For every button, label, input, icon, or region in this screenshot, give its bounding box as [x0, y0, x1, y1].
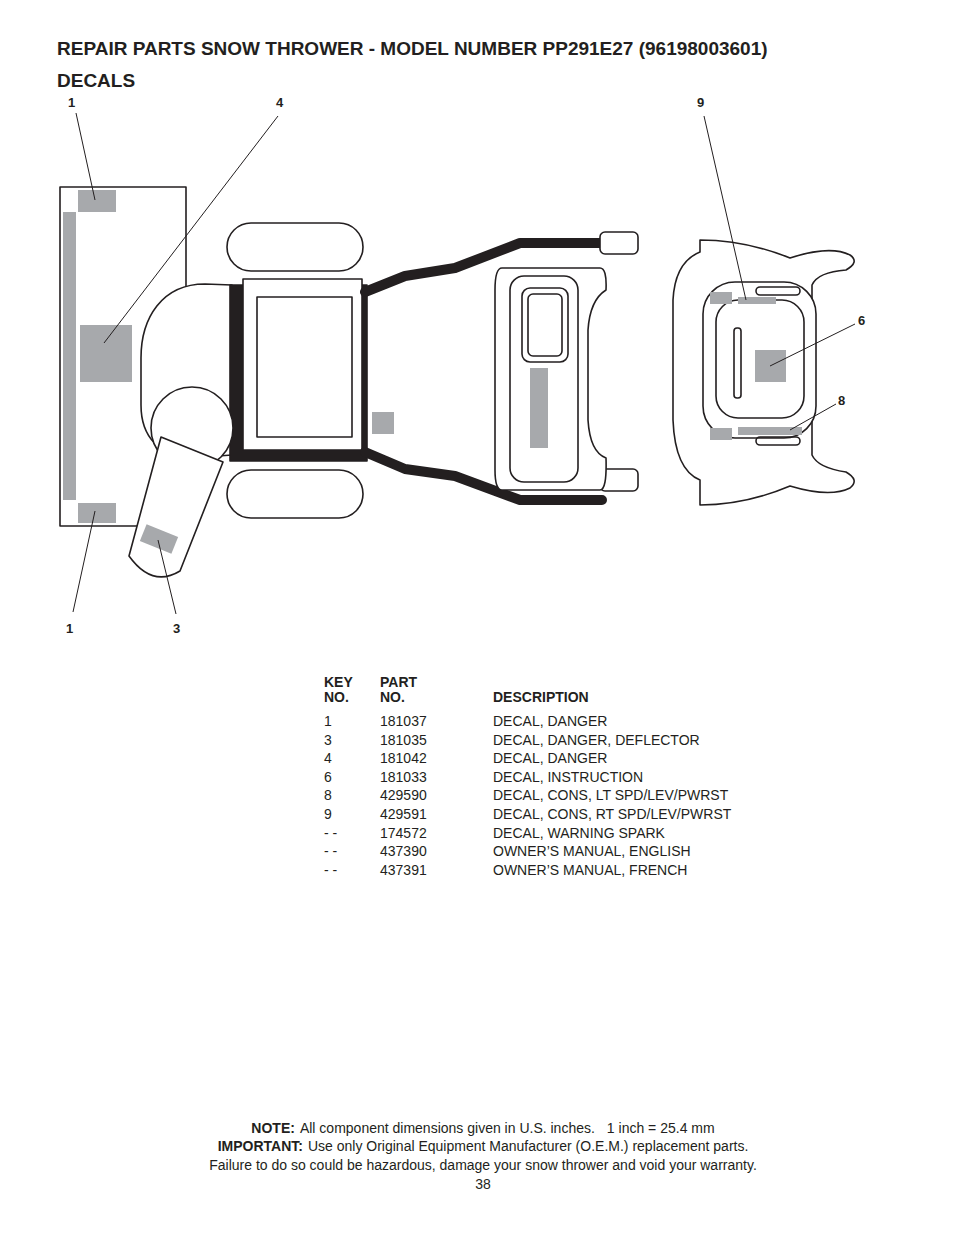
engine-panel [257, 297, 352, 437]
table-cell: 8 [324, 787, 332, 803]
note-text: Use only Original Equipment Manufacturer… [308, 1138, 748, 1154]
table-cell: - - [324, 862, 337, 878]
table-header: DESCRIPTION [493, 690, 589, 705]
leader-line [770, 324, 855, 366]
table-cell: - - [324, 843, 337, 859]
table-cell: DECAL, DANGER [493, 750, 607, 766]
discharge-chute [129, 437, 223, 577]
table-cell: 6 [324, 769, 332, 785]
leader-line [704, 116, 746, 300]
page-title: REPAIR PARTS SNOW THROWER - MODEL NUMBER… [57, 38, 768, 60]
table-cell: 174572 [380, 825, 427, 841]
table-cell: DECAL, CONS, LT SPD/LEV/PWRST [493, 787, 728, 803]
note-text: 38 [475, 1176, 491, 1192]
decal-1-top [78, 190, 116, 212]
callout-number: 6 [858, 314, 865, 329]
wheel [227, 223, 363, 271]
table-cell: DECAL, DANGER, DEFLECTOR [493, 732, 700, 748]
table-header: PART NO. [380, 675, 422, 705]
rear-oval [756, 437, 800, 445]
rear-dash-inner [716, 300, 804, 418]
rear-oval [756, 287, 800, 295]
table-cell: 429590 [380, 787, 427, 803]
wheel [227, 470, 363, 518]
panel-window [522, 288, 568, 362]
decal-4 [80, 325, 132, 382]
note-text: All component dimensions given in U.S. i… [300, 1120, 595, 1136]
table-cell: 437390 [380, 843, 427, 859]
table-cell: 3 [324, 732, 332, 748]
decal-1-bottom [78, 503, 116, 523]
section-heading: DECALS [57, 70, 135, 92]
table-cell: 181042 [380, 750, 427, 766]
table-cell: 1 [324, 713, 332, 729]
note-text: 1 inch = 25.4 mm [607, 1120, 715, 1136]
table-cell: 4 [324, 750, 332, 766]
table-cell: 437391 [380, 862, 427, 878]
callout-number: 8 [838, 394, 845, 409]
note-text: IMPORTANT: [218, 1138, 303, 1154]
note-text: NOTE: [251, 1120, 295, 1136]
table-cell: 181035 [380, 732, 427, 748]
rear-view-handles [673, 240, 854, 505]
rear-dash [703, 282, 816, 438]
decal-spark [372, 412, 394, 434]
leader-line [73, 511, 95, 612]
note-text: Failure to do so could be hazardous, dam… [209, 1157, 757, 1173]
callout-number: 1 [68, 96, 75, 111]
table-cell: 181033 [380, 769, 427, 785]
table-cell: 9 [324, 806, 332, 822]
decal-3 [140, 524, 178, 553]
engine-top [243, 279, 362, 450]
panel-decal [530, 368, 548, 448]
decal-9 [738, 297, 776, 304]
table-cell: 429591 [380, 806, 427, 822]
table-cell: - - [324, 825, 337, 841]
table-cell: OWNER’S MANUAL, FRENCH [493, 862, 687, 878]
leader-line [790, 404, 836, 430]
decal-box [710, 428, 732, 440]
table-cell: DECAL, DANGER [493, 713, 607, 729]
callout-number: 9 [697, 96, 704, 111]
leader-line [158, 540, 176, 614]
callout-number: 1 [66, 622, 73, 637]
callout-number: 4 [276, 96, 283, 111]
table-cell: OWNER’S MANUAL, ENGLISH [493, 843, 691, 859]
table-cell: DECAL, INSTRUCTION [493, 769, 643, 785]
leader-line [76, 113, 95, 200]
leader-line [104, 116, 278, 343]
table-cell: 181037 [380, 713, 427, 729]
scraper-strip [63, 212, 76, 500]
panel-rim [510, 276, 578, 482]
panel-window-inner [528, 294, 562, 356]
hand-grip [600, 232, 638, 254]
table-header: KEY NO. [324, 675, 360, 705]
callout-number: 3 [173, 622, 180, 637]
table-cell: DECAL, CONS, RT SPD/LEV/PWRST [493, 806, 731, 822]
decal-box [710, 292, 732, 304]
control-panel [495, 268, 606, 490]
rear-slot [734, 328, 741, 398]
table-cell: DECAL, WARNING SPARK [493, 825, 665, 841]
